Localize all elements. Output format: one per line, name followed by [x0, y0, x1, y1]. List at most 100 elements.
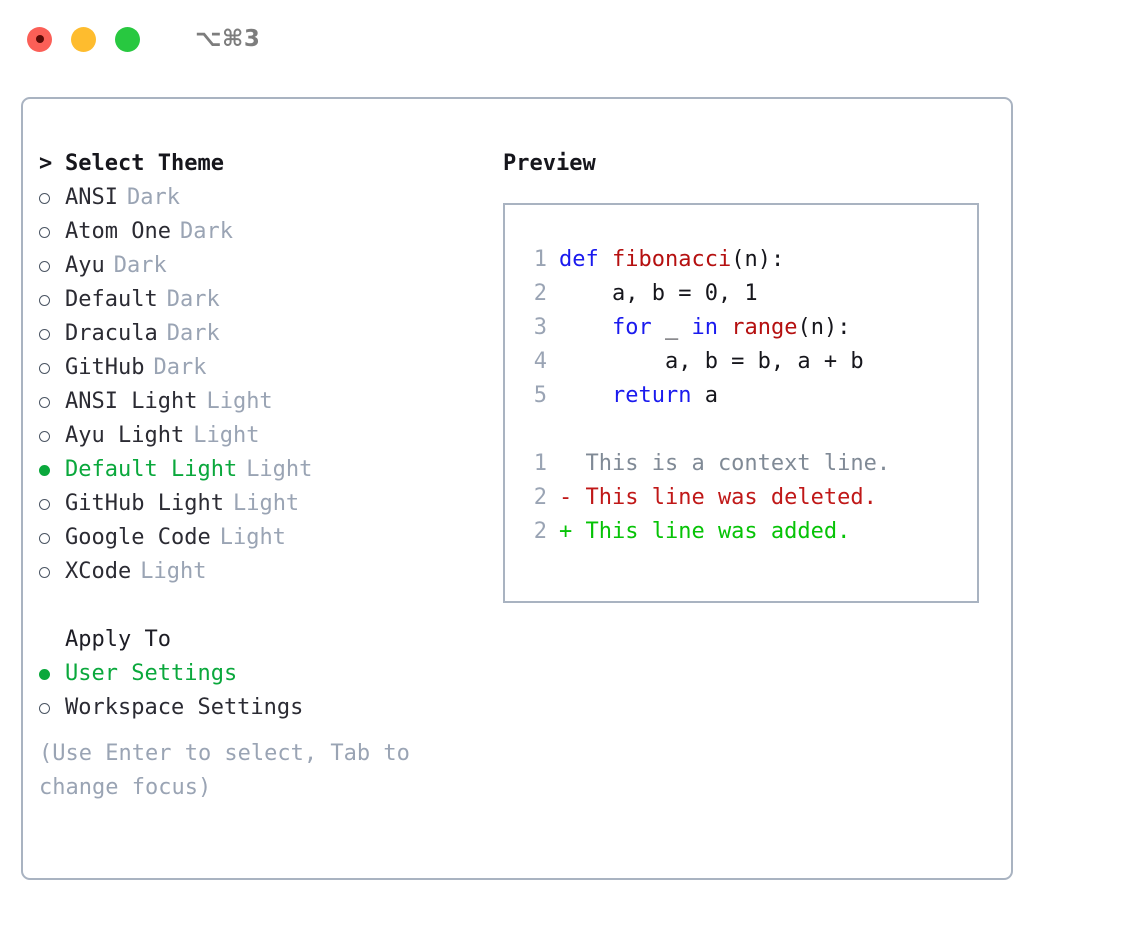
line-number: 1 [533, 451, 547, 476]
radio-dot [39, 464, 50, 476]
radio-empty-icon[interactable] [39, 430, 65, 442]
radio-empty-icon[interactable] [39, 192, 65, 204]
radio-empty-icon[interactable] [39, 362, 65, 374]
line-number: 3 [533, 315, 547, 340]
code-token-kw: in [691, 315, 732, 340]
radio-dot [39, 668, 50, 680]
code-token-fn: range [731, 315, 798, 340]
radio-dot [39, 498, 50, 510]
code-line-text: def fibonacci(n): [547, 243, 784, 277]
radio-dot [39, 328, 50, 340]
radio-empty-icon[interactable] [39, 498, 65, 510]
theme-list-item[interactable]: XCode Light [39, 555, 489, 589]
apply-to-option[interactable]: Workspace Settings [39, 691, 489, 725]
code-line-text: return a [547, 379, 718, 413]
theme-kind-label: Light [193, 423, 260, 448]
apply-to-label: Apply To [65, 627, 171, 652]
theme-kind-label: Dark [166, 287, 220, 312]
radio-empty-icon[interactable] [39, 294, 65, 306]
line-number: 1 [533, 247, 547, 272]
radio-empty-icon[interactable] [39, 226, 65, 238]
radio-empty-icon[interactable] [39, 260, 65, 272]
theme-kind-label: Dark [166, 321, 220, 346]
radio-dot [39, 566, 50, 578]
diff-line-ctx: 1 This is a context line. [521, 447, 977, 481]
theme-name: ANSI Light [65, 389, 198, 414]
theme-kind-label: Light [232, 491, 300, 516]
diff-sample: 1 This is a context line.2- This line wa… [521, 447, 977, 549]
radio-empty-icon[interactable] [39, 702, 65, 714]
code-line-text: for _ in range(n): [547, 311, 850, 345]
radio-dot [39, 396, 50, 408]
radio-selected-icon[interactable] [39, 668, 65, 680]
select-theme-label: Select Theme [65, 151, 224, 176]
caret-icon: > [39, 151, 53, 176]
theme-kind-label: Dark [113, 253, 167, 278]
radio-dot [39, 362, 50, 374]
code-line-text: a, b = b, a + b [547, 345, 864, 379]
keyboard-shortcut-label: ⌥⌘3 [195, 26, 261, 52]
theme-kind-label: Dark [153, 355, 207, 380]
theme-kind-label: Light [246, 457, 313, 482]
line-number: 5 [533, 383, 547, 408]
theme-kind-label: Dark [179, 219, 233, 244]
theme-kind-label: Light [140, 559, 207, 584]
radio-empty-icon[interactable] [39, 396, 65, 408]
line-number: 2 [533, 519, 547, 544]
apply-to-heading: Apply To [39, 623, 489, 657]
diff-line-text: + This line was added. [559, 519, 851, 544]
section-spacer [39, 589, 489, 623]
apply-to-option-label: Workspace Settings [65, 695, 304, 720]
theme-name: Dracula [65, 321, 158, 346]
theme-kind-label: Dark [126, 185, 180, 210]
code-line: 2 a, b = 0, 1 [521, 277, 977, 311]
theme-name: XCode [65, 559, 132, 584]
code-token-plain: a, b = 0, 1 [559, 281, 758, 306]
theme-name: GitHub Light [65, 491, 224, 516]
close-button[interactable] [27, 26, 52, 52]
radio-empty-icon[interactable] [39, 566, 65, 578]
minimize-button[interactable] [71, 26, 96, 52]
radio-dot [39, 702, 50, 714]
theme-name: GitHub [65, 355, 145, 380]
code-line-text: a, b = 0, 1 [547, 277, 758, 311]
theme-list-item[interactable]: Dracula Dark [39, 317, 489, 351]
radio-selected-icon[interactable] [39, 464, 65, 476]
line-number: 4 [533, 349, 547, 374]
code-line: 3 for _ in range(n): [521, 311, 977, 345]
code-token-plain [559, 383, 612, 408]
traffic-lights [27, 26, 140, 52]
apply-to-option[interactable]: User Settings [39, 657, 489, 691]
code-token-fn: fibonacci [611, 247, 732, 272]
theme-list-item[interactable]: GitHub Light Light [39, 487, 489, 521]
diff-line-text: This is a context line. [559, 451, 891, 476]
code-line: 4 a, b = b, a + b [521, 345, 977, 379]
diff-line-add: 2 + This line was added. [521, 515, 977, 549]
radio-empty-icon[interactable] [39, 328, 65, 340]
radio-empty-icon[interactable] [39, 532, 65, 544]
theme-list-item[interactable]: Default Light Light [39, 453, 489, 487]
radio-dot [39, 532, 50, 544]
theme-name: Default Light [65, 457, 238, 482]
line-number: 2 [533, 281, 547, 306]
theme-kind-label: Light [219, 525, 286, 550]
radio-dot [39, 192, 50, 204]
zoom-button[interactable] [115, 26, 140, 52]
diff-line-del: 2- This line was deleted. [521, 481, 977, 515]
theme-list-item[interactable]: GitHub Dark [39, 351, 489, 385]
preview-heading: Preview [503, 151, 596, 176]
